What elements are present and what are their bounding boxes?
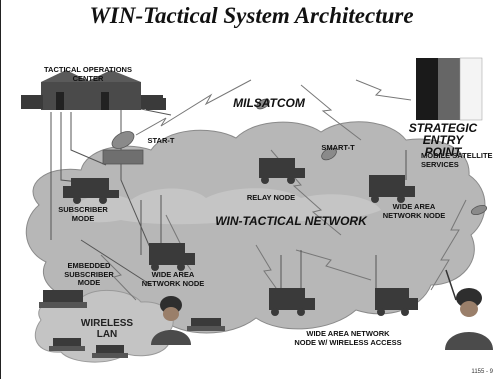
toc-trucks — [146, 98, 166, 110]
soldiers — [151, 269, 493, 350]
label-wide-area-network-node-left: WIDE AREA NETWORK NODE — [141, 270, 205, 288]
soldier-right — [445, 269, 493, 350]
relay-truck — [259, 158, 305, 184]
label-relay-node: RELAY NODE — [246, 193, 296, 202]
wan-truck-left — [149, 243, 195, 271]
embedded-tracked-vehicle — [39, 290, 87, 308]
label-wan-node-wireless-access: WIDE AREA NETWORK NODE W/ WIRELESS ACCES… — [294, 329, 402, 347]
lan-vehicle-1 — [49, 338, 85, 351]
subscriber-truck — [63, 178, 119, 204]
lan-vehicle-2 — [92, 345, 128, 358]
label-mobile-satellite-services: MOBILE SATELLITE SERVICES — [421, 152, 493, 169]
label-win-tactical-network: WIN-TACTICAL NETWORK — [215, 214, 367, 228]
page-title: WIN-Tactical System Architecture — [89, 3, 414, 28]
label-wireless-lan: WIRELESS LAN — [80, 318, 134, 340]
lan-vehicle-3 — [187, 318, 225, 331]
label-tactical-operations-center: TACTICAL OPERATIONS CENTER — [44, 65, 132, 83]
soldier-left — [151, 296, 191, 345]
label-subscriber-mode: SUBSCRIBER MODE — [58, 205, 108, 223]
strategic-entry-point-panel — [416, 57, 483, 121]
wan-truck-right — [369, 175, 415, 203]
satellite-dishes — [102, 98, 488, 216]
label-milsatcom: MILSATCOM — [233, 96, 305, 110]
wan-truck-center — [269, 288, 315, 316]
label-strategic-entry-point: STRATEGIC ENTRY POINT — [408, 121, 478, 159]
vehicles — [39, 98, 418, 358]
wan-truck-lower-right — [375, 288, 418, 316]
label-smart-t: SMART-T — [321, 143, 355, 152]
label-embedded-subscriber-mode: EMBEDDED SUBSCRIBER MODE — [64, 261, 114, 287]
figure-number: 1155 - 9 — [471, 369, 493, 375]
label-wide-area-network-node-right: WIDE AREA NETWORK NODE — [382, 202, 446, 220]
label-star-t: STAR-T — [147, 136, 175, 145]
